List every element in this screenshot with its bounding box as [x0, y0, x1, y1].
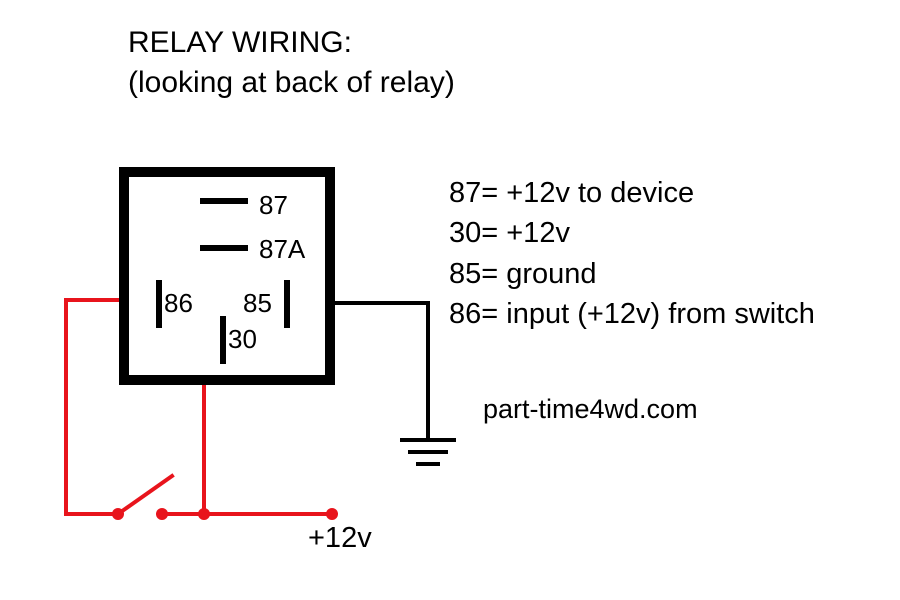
legend-item: 30= +12v [449, 217, 570, 249]
wire-86-to-switch [64, 298, 160, 516]
pin-87-terminal [200, 198, 248, 204]
pin-30-label: 30 [228, 324, 257, 354]
supply-label: +12v [308, 522, 372, 554]
junction-node [198, 508, 210, 520]
legend-item: 85= ground [449, 258, 597, 290]
legend-item: 87= +12v to device [449, 177, 694, 209]
pin-85-label: 85 [243, 288, 272, 318]
website-label: part-time4wd.com [483, 394, 698, 424]
switch-contact-right [156, 508, 168, 520]
pin-30-terminal [220, 316, 226, 364]
legend-item: 86= input (+12v) from switch [449, 298, 815, 330]
switch-blade [115, 473, 175, 517]
pin-87a-terminal [200, 245, 248, 251]
wiring-nodes [112, 508, 338, 520]
diagram-title: RELAY WIRING: [128, 26, 352, 59]
pin-86-label: 86 [164, 288, 193, 318]
switch-contact-left [112, 508, 124, 520]
pin-85-terminal [284, 280, 290, 328]
pin-87a-label: 87A [259, 234, 306, 264]
relay-pins [156, 198, 290, 364]
diagram-subtitle: (looking at back of relay) [128, 66, 455, 99]
supply-terminal [326, 508, 338, 520]
relay-body [119, 167, 335, 385]
pin-87-label: 87 [259, 190, 288, 220]
pin-86-terminal [156, 280, 162, 328]
